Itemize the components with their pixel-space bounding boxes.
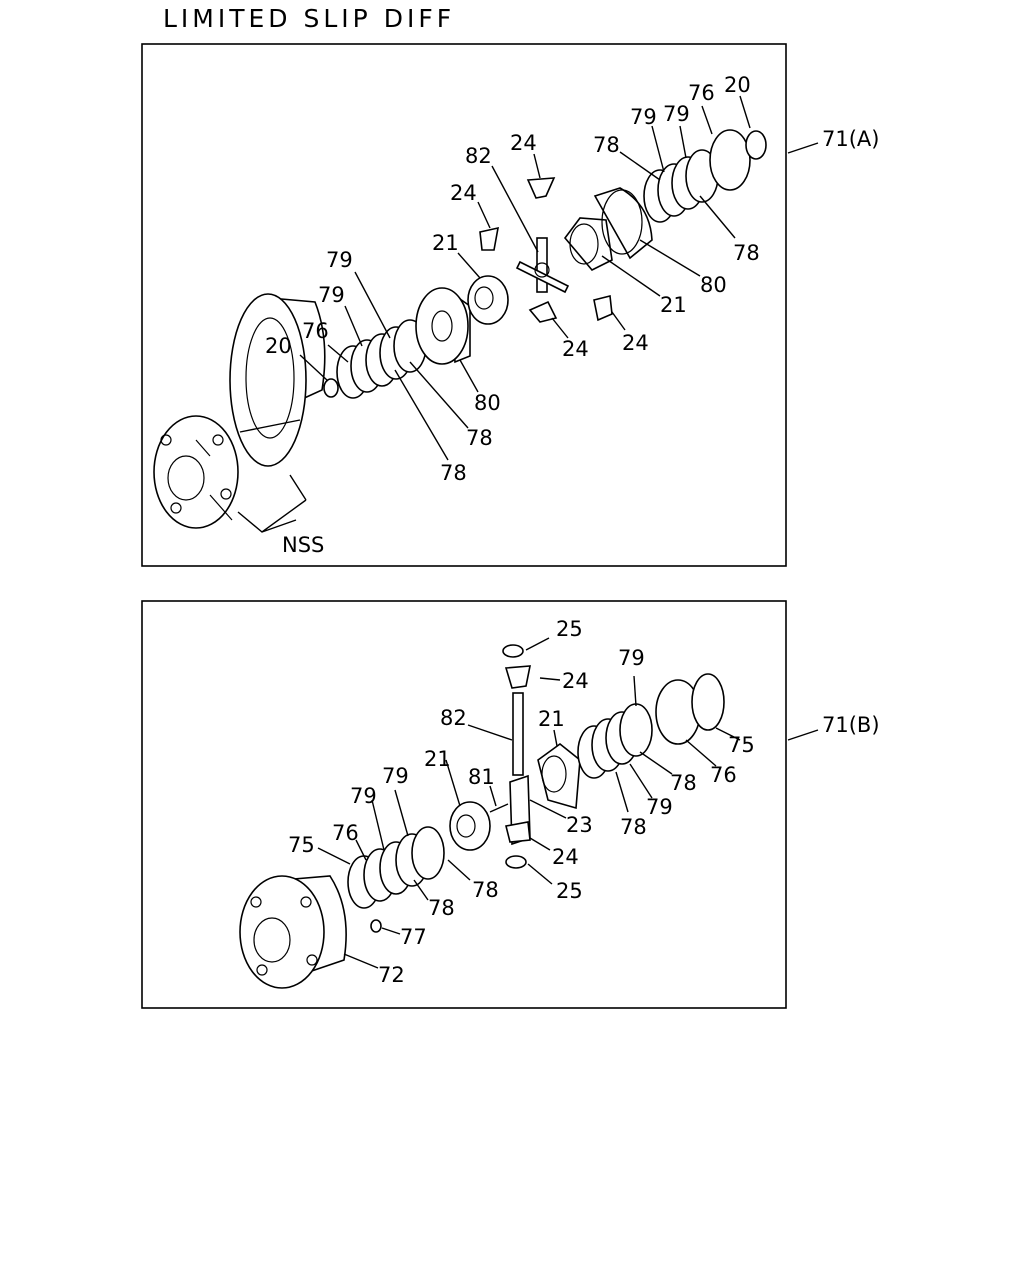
callout: 78: [733, 241, 760, 265]
panel-a-label: 71(A): [822, 127, 879, 151]
callout: 75: [288, 833, 315, 857]
callout: 79: [326, 248, 353, 272]
callout: 76: [710, 763, 737, 787]
callout: 75: [728, 733, 755, 757]
callout: NSS: [282, 533, 324, 557]
cross-shaft-a: [515, 237, 570, 294]
diff-case-a: [153, 415, 239, 529]
callout: 24: [562, 337, 589, 361]
panel-b-label: 71(B): [822, 713, 880, 737]
side-gear-right-a: [563, 217, 613, 271]
callout: 21: [660, 293, 687, 317]
plate-stack-right-a: [643, 129, 767, 223]
callout: 79: [382, 764, 409, 788]
side-gear-left-b: [449, 801, 491, 851]
callout: 78: [670, 771, 697, 795]
diff-cover-a: [229, 293, 326, 467]
callout: 79: [646, 795, 673, 819]
leader-lines-a: [299, 95, 751, 461]
callout: 78: [466, 426, 493, 450]
callout: 79: [630, 105, 657, 129]
callout: 20: [265, 334, 292, 358]
callout: 24: [450, 181, 477, 205]
callout: 24: [552, 845, 579, 869]
callout: 76: [688, 81, 715, 105]
callout: 79: [618, 646, 645, 670]
page-title: LIMITED SLIP DIFF: [163, 4, 456, 33]
callout: 25: [556, 879, 583, 903]
pinion-shaft-b: [489, 644, 531, 869]
callout: 81: [468, 765, 495, 789]
callout: 20: [724, 73, 751, 97]
callout: 78: [620, 815, 647, 839]
callout: 78: [428, 896, 455, 920]
panel-b-frame: [141, 600, 787, 1009]
callout: 82: [465, 144, 492, 168]
callout: 72: [378, 963, 405, 987]
callout: 24: [622, 331, 649, 355]
plate-stack-left-b: [347, 826, 445, 933]
callout: 78: [440, 461, 467, 485]
side-gear-left-a: [467, 275, 509, 325]
callout: 23: [566, 813, 593, 837]
callout: 78: [472, 878, 499, 902]
callout: 21: [424, 747, 451, 771]
callout: 24: [510, 131, 537, 155]
callout: 77: [400, 925, 427, 949]
callout: 24: [562, 669, 589, 693]
callout: 79: [318, 283, 345, 307]
callout: 80: [700, 273, 727, 297]
callout: 21: [538, 707, 565, 731]
callouts-a: 20 76 79 79 78 78 80 21 24 82 24 24 21 8…: [265, 73, 760, 557]
panel-b: 71(B): [141, 600, 880, 1009]
plate-stack-left-a: [323, 319, 427, 399]
side-gear-right-b: [537, 742, 581, 810]
callout: 76: [332, 821, 359, 845]
callout: 78: [593, 133, 620, 157]
pinion-gears-a: [479, 177, 613, 323]
plate-stack-right-b: [577, 673, 725, 779]
panel-a-frame: [141, 43, 787, 567]
callout: 21: [432, 231, 459, 255]
panel-a: 71(A): [141, 43, 879, 567]
callouts-b: 25 24 79 82 21 75 76 78 79 78 21 81 23 2…: [288, 617, 755, 987]
callout: 25: [556, 617, 583, 641]
callout: 80: [474, 391, 501, 415]
callout: 76: [302, 319, 329, 343]
callout: 79: [350, 784, 377, 808]
pressure-ring-right-a: [593, 187, 653, 260]
callout: 82: [440, 706, 467, 730]
diff-case-b: [239, 875, 347, 989]
callout: 79: [663, 102, 690, 126]
pressure-ring-left-a: [415, 287, 471, 365]
leader-lines-b: [317, 637, 741, 969]
